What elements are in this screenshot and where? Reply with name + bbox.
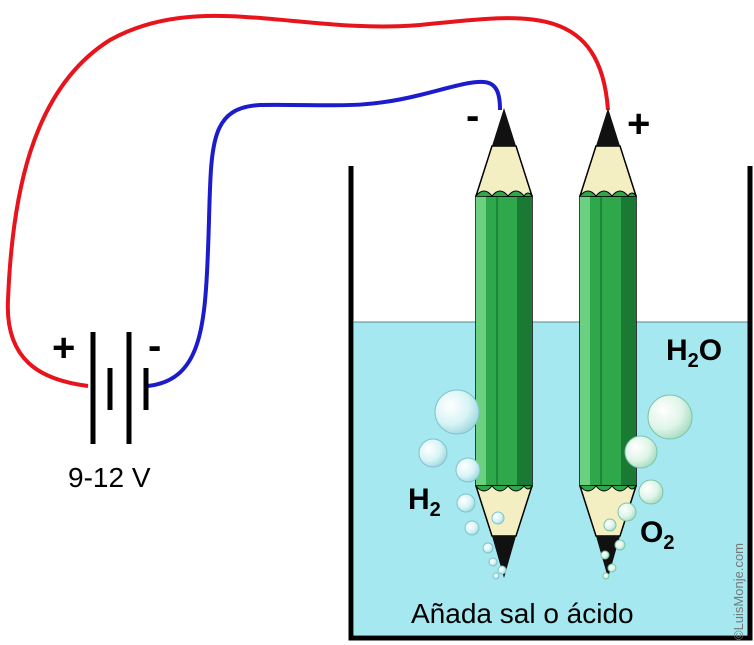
anode-sign: + [627, 102, 651, 146]
water-fill [354, 322, 750, 635]
hydrogen-label-sub: 2 [429, 499, 441, 521]
anode-pencil [578, 108, 638, 578]
credit-text: ©LuisMonje.com [731, 542, 746, 640]
hydrogen-bubbles [418, 389, 507, 580]
cathode-pencil [474, 108, 534, 578]
hydrogen-label-main: H [408, 483, 430, 516]
cathode-sign: - [466, 94, 480, 138]
battery-minus-sign: - [148, 324, 162, 368]
oxygen-label-sub: 2 [663, 532, 675, 554]
oxygen-bubbles [600, 394, 693, 580]
battery-plus-sign: + [52, 326, 76, 370]
positive-wire [5, 13, 610, 388]
water-formula: H2O [666, 334, 723, 372]
oxygen-label-main: O [640, 516, 664, 549]
oxygen-label: O2 [640, 516, 675, 554]
hydrogen-label: H2 [408, 483, 441, 521]
water-formula-h: H [666, 334, 688, 367]
beaker [348, 166, 753, 641]
water-formula-sub: 2 [687, 350, 699, 372]
instruction-text: Añada sal o ácido [411, 598, 634, 629]
voltage-label: 9-12 V [68, 462, 151, 493]
water-formula-o: O [698, 334, 723, 367]
battery [90, 332, 149, 444]
negative-wire [147, 79, 502, 388]
